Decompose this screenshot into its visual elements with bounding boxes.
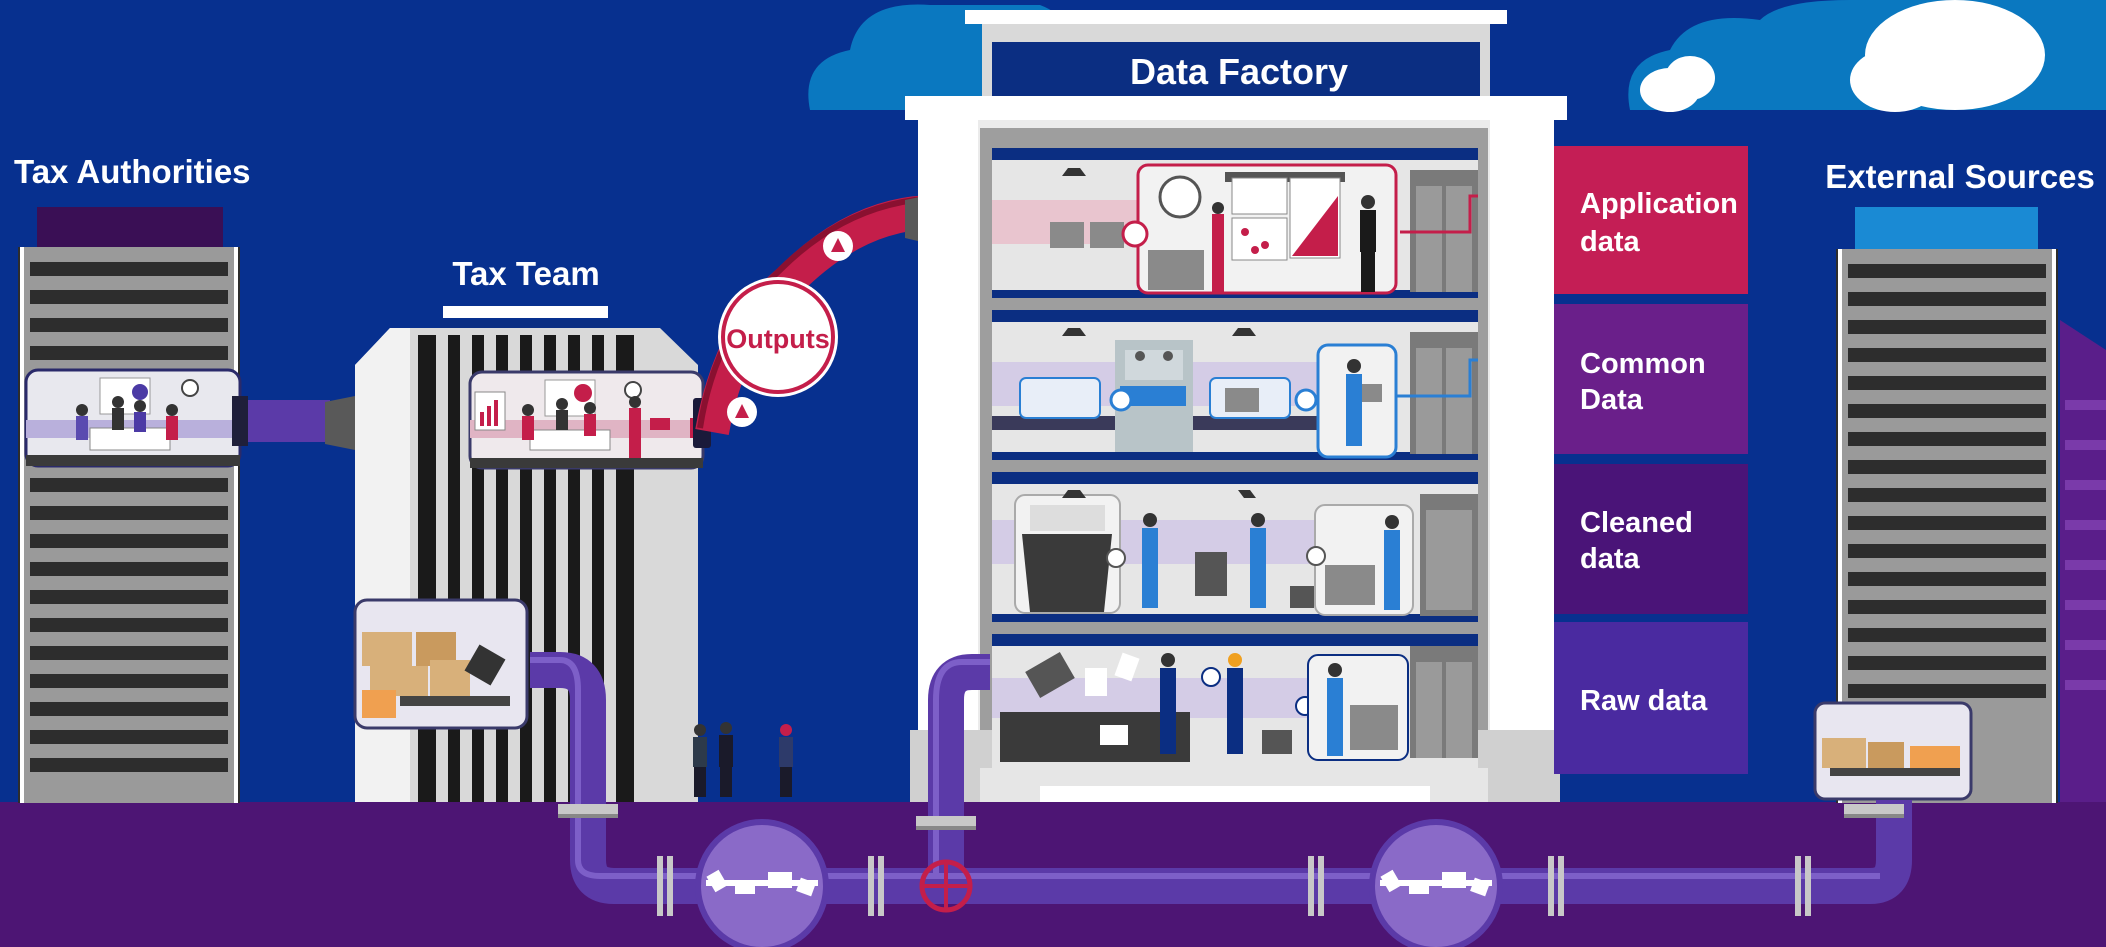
document-icon [768, 872, 792, 888]
clock-icon [181, 379, 199, 397]
data-factory-building [905, 10, 1567, 802]
document-icon [735, 882, 755, 894]
external-sources-label: External Sources [1825, 158, 2095, 195]
data-factory-label: Data Factory [1130, 51, 1348, 92]
tier-label-line1: Cleaned [1580, 507, 1693, 539]
valve-icon [919, 859, 973, 913]
tax-authorities-label: Tax Authorities [14, 153, 251, 190]
external-sources-building [1813, 207, 2106, 803]
document-icon [1442, 872, 1466, 888]
factory-sign [992, 42, 1480, 96]
tier-label-line1: Raw data [1580, 685, 1708, 717]
tier-label-line1: Application [1580, 188, 1738, 220]
people-group [693, 722, 793, 797]
data-tier-cleaned: Cleaned data [1554, 464, 1748, 614]
pipe-highlights [530, 657, 1880, 879]
data-tier-raw: Raw data [1554, 622, 1748, 774]
document-icon [1380, 869, 1402, 893]
tax-team-label: Tax Team [452, 255, 599, 292]
document-icon [706, 869, 728, 893]
pipe-flanges [558, 804, 1904, 916]
data-tier-common: Common Data [1554, 304, 1748, 454]
document-icon [1114, 652, 1140, 682]
tier-label-line2: data [1580, 226, 1641, 258]
pipe-bubble [1369, 819, 1503, 947]
clock-icon [1158, 175, 1202, 219]
document-icon [1085, 668, 1107, 696]
tier-label-line2: data [1580, 543, 1641, 575]
data-tier-application: Application data [1554, 146, 1748, 294]
pipe-bubble [695, 819, 829, 947]
bin-icon [1022, 534, 1112, 612]
clock-icon [624, 381, 642, 399]
document-icon [1470, 877, 1490, 897]
document-icon [1409, 882, 1429, 894]
cloud-icon [1628, 0, 2106, 112]
tax-team-building [353, 306, 711, 802]
box-icon [464, 644, 506, 686]
outputs-label: Outputs [726, 324, 829, 354]
tier-label-line1: Common [1580, 348, 1706, 380]
tier-label-line2: Data [1580, 384, 1644, 416]
tax-authorities-building [18, 207, 242, 803]
document-icon [796, 877, 816, 897]
